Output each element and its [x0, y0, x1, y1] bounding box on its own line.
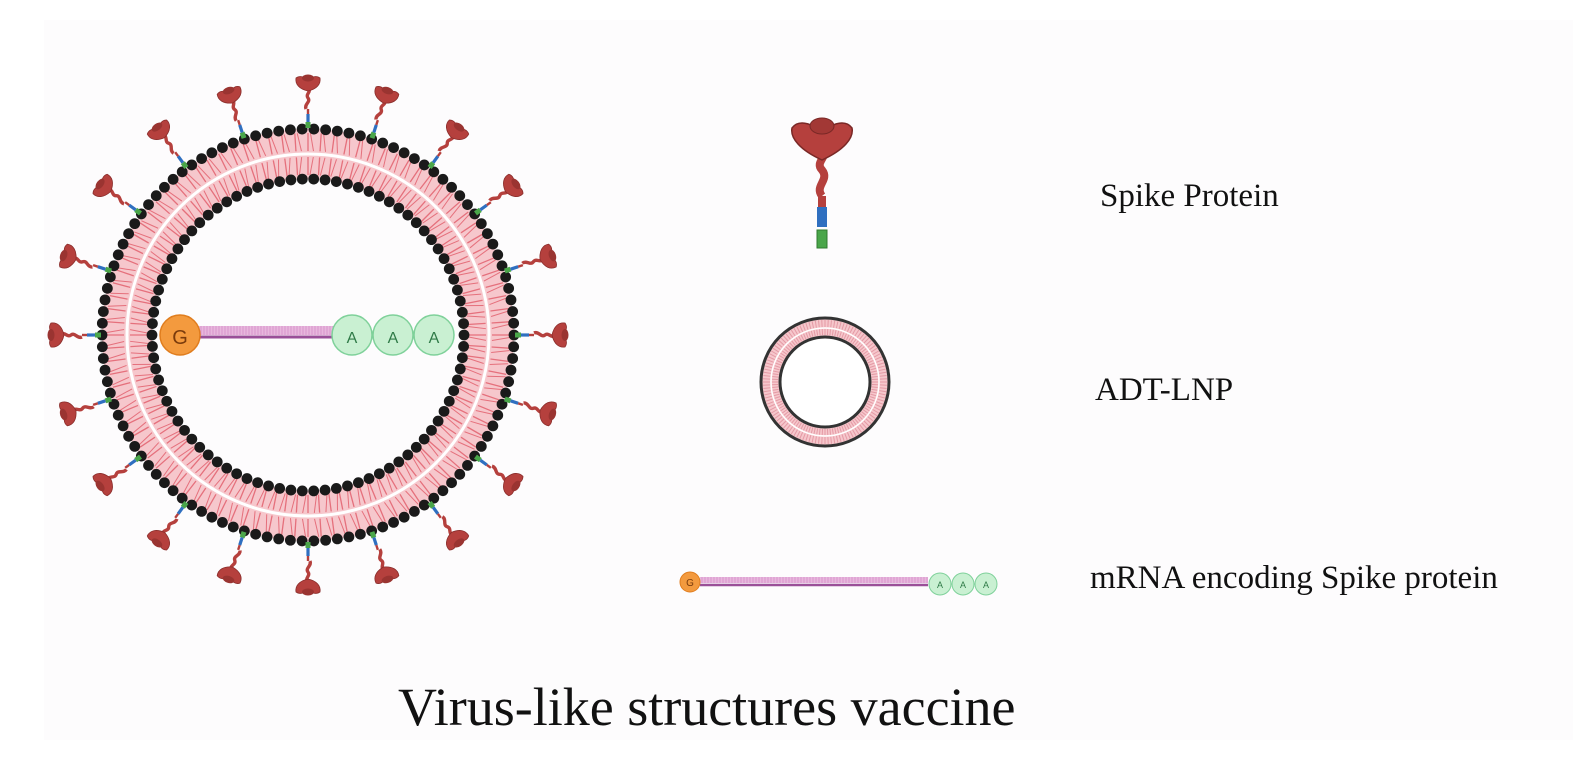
spike-protein-icon: [791, 117, 853, 249]
lipid-nanoparticle-icon: [759, 316, 891, 448]
legend-mrna-tail-letter: A: [983, 580, 989, 590]
figure-title: Virus-like structures vaccine: [398, 677, 1016, 737]
mrna-cap-letter: G: [172, 327, 188, 349]
mrna-tail-letter: A: [347, 330, 358, 347]
legend-lnp-label: ADT-LNP: [1095, 372, 1234, 408]
legend-mrna-label: mRNA encoding Spike protein: [1090, 560, 1498, 596]
legend-mrna-cap-letter: G: [686, 578, 694, 589]
virus-like-particle-icon: [45, 72, 571, 598]
mrna-tail-letter: A: [388, 330, 399, 347]
legend-mrna-tail-letter: A: [937, 580, 943, 590]
mrna-strand-icon: [679, 571, 998, 596]
legend-spike-label: Spike Protein: [1100, 178, 1279, 214]
legend-mrna-tail-letter: A: [960, 580, 966, 590]
mrna-tail-letter: A: [429, 330, 440, 347]
